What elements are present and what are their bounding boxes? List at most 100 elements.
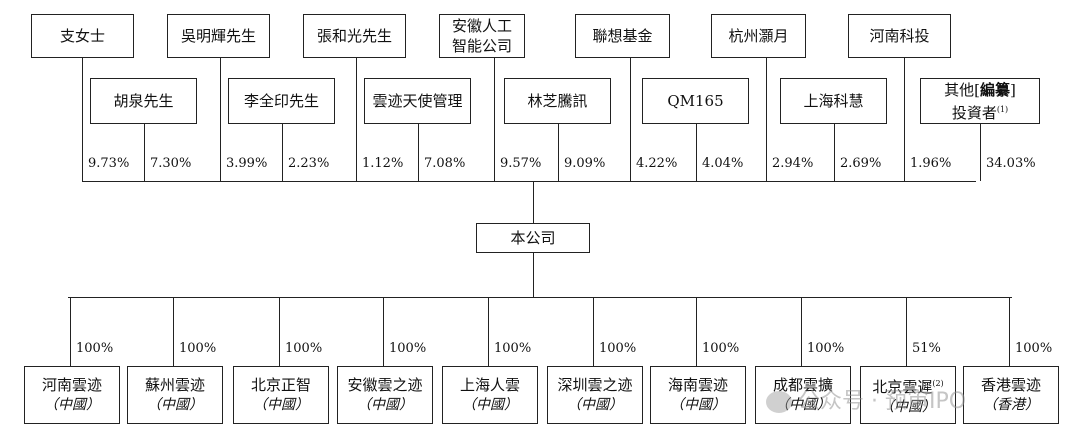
watermark-text: 公众号 · 预审IPO <box>798 389 967 414</box>
subsidiary-name: 深圳雲之迹 <box>557 375 632 395</box>
ownership-percentage: 100% <box>285 341 323 356</box>
label-pre: 其他[ <box>944 80 980 99</box>
shareholder-box: 上海科慧 <box>780 78 887 124</box>
ownership-percentage: 100% <box>76 341 114 356</box>
subsidiary-box: 香港雲迹 （香港） <box>963 366 1059 424</box>
subsidiary-jurisdiction: （香港） <box>983 397 1039 413</box>
subsidiary-jurisdiction: （中國） <box>775 397 831 413</box>
shareholder-label: 聯想基金 <box>592 27 653 45</box>
subsidiary-name-text: 成都雲擴 <box>772 376 833 394</box>
wechat-logo-icon <box>766 391 792 413</box>
ownership-percentage: 100% <box>702 341 740 356</box>
subsidiary-name-text: 上海人雲 <box>459 376 520 394</box>
shareholder-connector <box>834 124 835 181</box>
shareholder-label: 杭州灝月 <box>728 27 789 45</box>
subsidiary-jurisdiction: （中國） <box>147 397 203 413</box>
ownership-percentage: 51% <box>912 341 941 356</box>
subsidiary-jurisdiction: （中國） <box>567 397 623 413</box>
company-down-connector <box>533 253 534 297</box>
shareholder-label: 吳明輝先生 <box>180 27 256 45</box>
shareholder-box: 雲迹天使管理 <box>364 78 471 124</box>
shareholder-connector <box>494 58 495 181</box>
ownership-percentage: 100% <box>494 341 532 356</box>
ownership-percentage: 100% <box>599 341 637 356</box>
ownership-percentage: 7.30% <box>150 156 192 171</box>
subsidiary-name: 成都雲擴 <box>773 375 833 395</box>
subsidiary-connector <box>488 297 489 366</box>
ownership-percentage: 2.94% <box>772 156 814 171</box>
subsidiary-connector <box>173 297 174 366</box>
shareholder-box: 其他[編纂]投資者(1) <box>920 78 1040 124</box>
subsidiary-box: 海南雲迹 （中國） <box>650 366 746 424</box>
shareholder-box: 李全印先生 <box>228 78 335 124</box>
shareholder-label: QM165 <box>667 92 724 110</box>
shareholder-connector <box>418 124 419 181</box>
shareholder-box: QM165 <box>642 78 749 124</box>
subsidiary-box: 深圳雲之迹 （中國） <box>547 366 643 424</box>
shareholder-label: 張和光先生 <box>316 27 392 45</box>
shareholder-label-line2: 投資者(1) <box>952 100 1008 123</box>
footnote-ref: (1) <box>996 104 1009 114</box>
label-line2: 投資者 <box>951 103 997 122</box>
subsidiary-box: 北京正智（中國） <box>233 366 329 424</box>
ownership-percentage: 100% <box>389 341 427 356</box>
shareholder-label: 支女士 <box>59 27 105 45</box>
subsidiary-box: 河南雲迹（中國） <box>24 366 120 424</box>
company-up-connector <box>533 181 534 223</box>
shareholder-connector <box>696 124 697 181</box>
ownership-percentage: 2.69% <box>840 156 882 171</box>
subsidiary-connector <box>801 297 802 366</box>
ownership-percentage: 9.09% <box>564 156 606 171</box>
subsidiary-name: 北京正智 <box>251 375 311 395</box>
subsidiary-connector <box>1009 297 1010 366</box>
subsidiary-jurisdiction: （中國） <box>462 397 518 413</box>
ownership-percentage: 4.22% <box>636 156 678 171</box>
shareholder-label: 胡泉先生 <box>113 92 174 110</box>
ownership-percentage: 34.03% <box>986 156 1036 171</box>
watermark: 公众号 · 预审IPO <box>766 383 966 415</box>
subsidiary-name-text: 蘇州雲迹 <box>144 376 205 394</box>
ownership-percentage: 4.04% <box>702 156 744 171</box>
subsidiary-connector <box>279 297 280 366</box>
subsidiary-name-text: 安徽雲之迹 <box>347 376 423 394</box>
subsidiary-name-text: 香港雲迹 <box>980 376 1041 394</box>
shareholder-box: 安徽人工 智能公司 <box>439 14 525 58</box>
subsidiary-name-text: 北京雲遲 <box>872 377 933 396</box>
shareholder-connector <box>766 58 767 181</box>
ownership-percentage: 9.57% <box>500 156 542 171</box>
shareholder-box: 張和光先生 <box>303 14 406 58</box>
shareholder-box: 聯想基金 <box>575 14 670 58</box>
shareholder-label: 李全印先生 <box>243 92 319 110</box>
shareholder-box: 支女士 <box>31 14 134 58</box>
subsidiary-jurisdiction: （中國） <box>670 397 726 413</box>
shareholder-connector <box>558 124 559 181</box>
subsidiary-connector <box>70 297 71 366</box>
shareholder-label: 雲迹天使管理 <box>372 92 463 110</box>
subsidiary-connector <box>696 297 697 366</box>
shareholder-box: 河南科投 <box>848 14 951 58</box>
shareholder-bus <box>82 181 976 182</box>
redacted-tag: 編纂 <box>979 80 1010 99</box>
subsidiary-jurisdiction: （中國） <box>357 397 413 413</box>
shareholder-label-line1: 其他[編纂] <box>944 80 1016 100</box>
shareholder-connector <box>220 58 221 181</box>
subsidiary-box: 上海人雲 （中國） <box>442 366 538 424</box>
ownership-percentage: 100% <box>179 341 217 356</box>
subsidiary-bus <box>68 297 1012 298</box>
ownership-percentage: 2.23% <box>288 156 330 171</box>
shareholder-box: 吳明輝先生 <box>167 14 270 58</box>
shareholder-label: 河南科投 <box>869 27 930 45</box>
subsidiary-name-text: 深圳雲之迹 <box>557 376 633 394</box>
ownership-percentage: 9.73% <box>88 156 130 171</box>
shareholder-label: 安徽人工 智能公司 <box>451 17 512 55</box>
label-post: ] <box>1010 80 1016 99</box>
subsidiary-name: 海南雲迹 <box>668 375 728 395</box>
shareholder-connector <box>282 124 283 181</box>
ownership-percentage: 1.96% <box>910 156 952 171</box>
subsidiary-name: 北京雲遲(2) <box>872 374 943 397</box>
subsidiary-box: 成都雲擴 （中國） <box>755 366 851 424</box>
subsidiary-name: 香港雲迹 <box>981 375 1041 395</box>
subsidiary-box: 安徽雲之迹 （中國） <box>337 366 433 424</box>
subsidiary-jurisdiction: （中國） <box>880 398 936 415</box>
